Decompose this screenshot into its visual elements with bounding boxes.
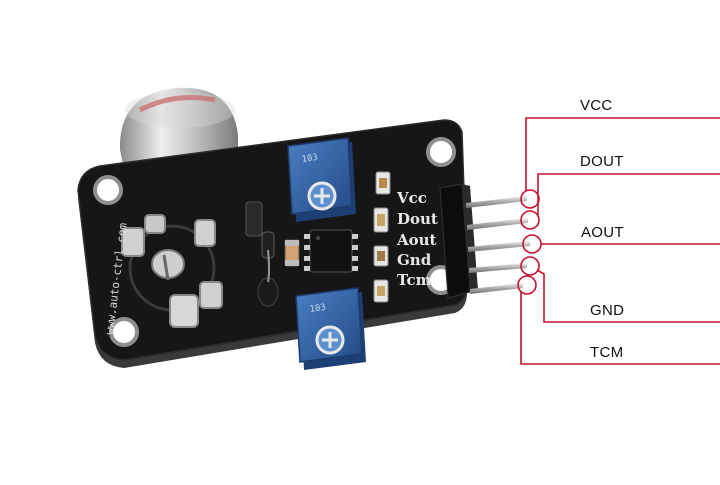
leader-lines	[517, 117, 720, 365]
callout-circle-tcm	[517, 275, 537, 295]
leader-gnd	[536, 269, 720, 323]
pin-label-gnd: GND	[590, 302, 625, 319]
pin-label-dout: DOUT	[580, 153, 624, 170]
mounting-holes	[93, 137, 456, 347]
op-amp-chip	[304, 229, 358, 273]
silk-aout: Aout	[396, 231, 437, 249]
indicator-leds	[373, 171, 391, 303]
sensor-socket	[121, 214, 223, 328]
callout-circle-vcc	[520, 189, 540, 209]
silk-dout: Dout	[397, 210, 438, 228]
pot-marking-top: 103	[301, 153, 318, 165]
callout-circle-gnd	[520, 256, 540, 276]
smd-components	[245, 201, 300, 307]
pin-label-vcc: VCC	[580, 97, 613, 114]
pin-silkscreen-labels: Vcc Dout Aout Gnd Tcm	[396, 189, 438, 289]
header-pins	[466, 196, 530, 294]
silk-tcm: Tcm	[397, 271, 432, 289]
potentiometer-top: 103	[287, 137, 356, 222]
pin-label-aout: AOUT	[581, 224, 624, 241]
leader-dout	[537, 173, 720, 215]
potentiometer-bottom: 103	[295, 287, 366, 370]
callout-circle-dout	[520, 210, 540, 230]
leader-tcm	[520, 291, 720, 365]
leader-vcc	[525, 117, 720, 191]
pot-marking-bottom: 103	[309, 303, 326, 315]
pin-label-tcm: TCM	[590, 344, 624, 361]
silk-gnd: Gnd	[397, 251, 432, 269]
silk-vcc: Vcc	[396, 189, 427, 207]
